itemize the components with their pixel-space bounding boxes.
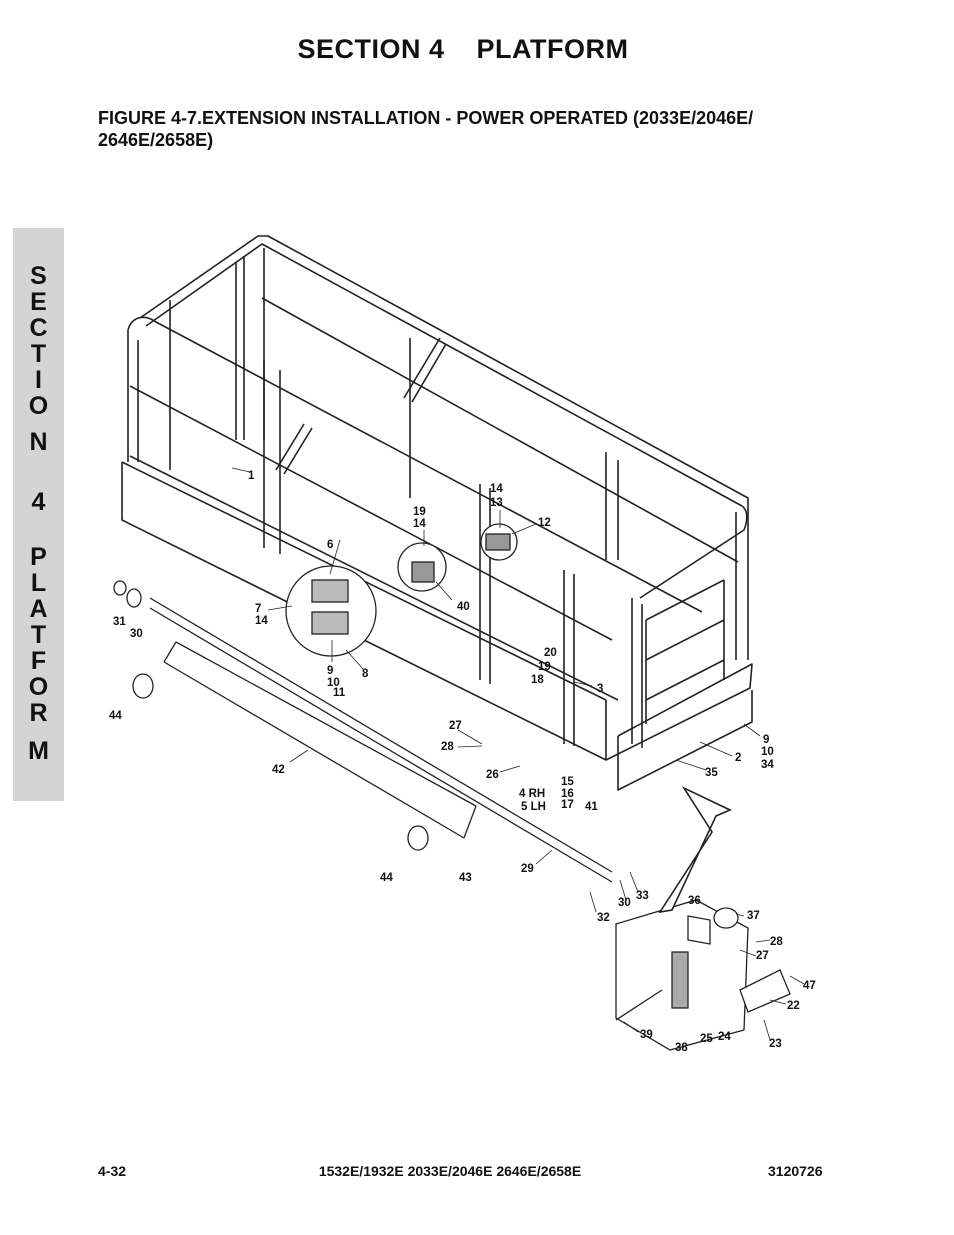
callout-label: 8	[362, 668, 369, 680]
callout-label: 37	[747, 910, 760, 922]
callout-label: 41	[585, 801, 598, 813]
callout-label: 19	[413, 506, 426, 518]
callout-label: 14	[255, 615, 268, 627]
callout-label: 18	[531, 674, 544, 686]
part-callouts: 1 14 13 19 14 12 6 7 14 40 31 30 9 10 11…	[109, 470, 816, 1054]
side-tab-letter: O	[28, 392, 49, 420]
figure-title-line-2: 2646E/2658E)	[98, 130, 214, 150]
cylinder-mount-detail	[615, 899, 791, 1051]
side-tab-letter: C	[29, 314, 48, 342]
side-tab-letter: P	[30, 543, 47, 571]
callout-label: 2	[735, 752, 741, 764]
side-tab-letter: 4	[31, 488, 46, 516]
callout-label: 39	[640, 1029, 653, 1041]
callout-label: 36	[688, 895, 701, 907]
callout-label: 29	[521, 863, 534, 875]
callout-label: 44	[380, 872, 393, 884]
callout-label: 10	[761, 746, 774, 758]
callout-label: 7	[255, 603, 261, 615]
callout-label: 38	[675, 1042, 688, 1054]
figure-title-line-1: FIGURE 4-7.EXTENSION INSTALLATION - POWE…	[98, 108, 754, 128]
side-tab-letter: T	[30, 621, 47, 649]
leader-lines	[231, 467, 805, 1041]
footer-doc-number: 3120726	[768, 1163, 823, 1179]
callout-label: 3	[597, 683, 603, 695]
section-title: SECTION 4 PLATFORM	[297, 34, 629, 64]
callout-label: 14	[490, 483, 503, 495]
callout-label: 13	[490, 497, 503, 509]
callout-label: 28	[770, 936, 783, 948]
callout-label: 34	[761, 759, 774, 771]
callout-label: 27	[449, 720, 462, 732]
callout-label: 11	[333, 687, 346, 699]
callout-label: 20	[544, 647, 557, 659]
callout-label: 5 LH	[521, 801, 546, 813]
callout-label: 30	[130, 628, 143, 640]
callout-label: 19	[538, 661, 551, 673]
section-side-tab: S E C T I O N 4 P L A T F O R M	[13, 228, 64, 801]
side-tab-letter: N	[29, 428, 48, 456]
callout-label: 43	[459, 872, 472, 884]
callout-label: 1	[248, 470, 255, 482]
side-tab-letter: M	[28, 737, 49, 765]
callout-label: 22	[787, 1000, 800, 1012]
detail-magnifier-circles	[285, 523, 518, 657]
callout-label: 17	[561, 799, 574, 811]
callout-label: 47	[803, 980, 816, 992]
side-tab-letter: S	[30, 262, 47, 290]
callout-label: 4 RH	[519, 788, 545, 800]
callout-label: 25	[700, 1033, 713, 1045]
callout-label: 23	[769, 1038, 782, 1050]
callout-label: 40	[457, 601, 470, 613]
callout-label: 6	[327, 539, 333, 551]
footer-page-number: 4-32	[98, 1163, 127, 1179]
callout-label: 27	[756, 950, 769, 962]
side-tab-letter: A	[29, 595, 48, 623]
callout-label: 30	[618, 897, 631, 909]
callout-label: 24	[718, 1031, 731, 1043]
extension-rod-assembly	[113, 580, 613, 883]
callout-label: 33	[636, 890, 649, 902]
figure-title: FIGURE 4-7.EXTENSION INSTALLATION - POWE…	[98, 107, 798, 151]
callout-label: 12	[538, 517, 551, 529]
callout-label: 42	[272, 764, 285, 776]
callout-label: 16	[561, 788, 574, 800]
callout-label: 9	[763, 734, 769, 746]
callout-label: 15	[561, 776, 574, 788]
direction-arrow	[658, 786, 732, 914]
callout-label: 32	[597, 912, 610, 924]
footer-models: 1532E/1932E 2033E/2046E 2646E/2658E	[318, 1163, 582, 1179]
callout-label: 28	[441, 741, 454, 753]
side-tab-letter: I	[35, 366, 42, 394]
side-tab-letter: O	[28, 673, 49, 701]
callout-label: 44	[109, 710, 122, 722]
platform-rail-frame	[121, 235, 753, 791]
callout-label: 10	[327, 677, 340, 689]
callout-label: 9	[327, 665, 333, 677]
callout-label: 26	[486, 769, 499, 781]
side-tab-letter: E	[30, 288, 47, 316]
callout-label: 31	[113, 616, 126, 628]
callout-label: 35	[705, 767, 718, 779]
side-tab-letter: T	[30, 340, 47, 368]
side-tab-letter: L	[30, 569, 47, 597]
side-tab-letter: R	[29, 699, 48, 727]
callout-label: 14	[413, 518, 426, 530]
side-tab-letter: F	[30, 647, 47, 675]
